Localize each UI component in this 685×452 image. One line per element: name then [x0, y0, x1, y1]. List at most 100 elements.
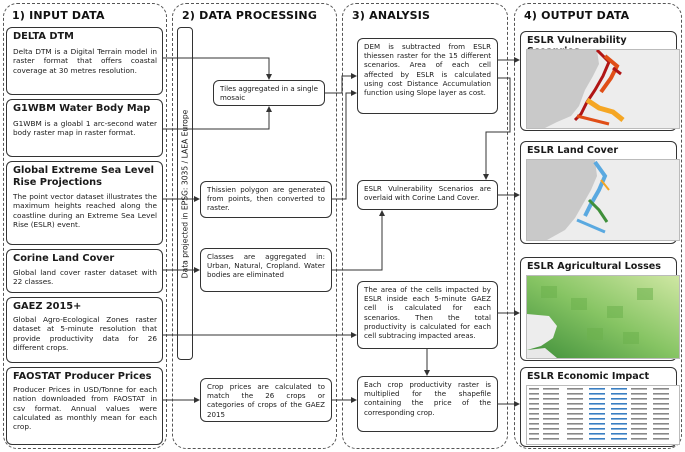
- analysis-column: [342, 3, 508, 449]
- data-processing-title: 2) DATA PROCESSING: [182, 9, 318, 22]
- input-title: GAEZ 2015+: [13, 301, 82, 312]
- table-cell-mark: [529, 423, 539, 425]
- table-cell-mark: [543, 388, 559, 390]
- table-cell-mark: [653, 413, 669, 415]
- table-cell-mark: [653, 408, 669, 410]
- input-title: G1WBM Water Body Map: [13, 103, 151, 114]
- table-cell-mark: [589, 408, 605, 410]
- economic-impact-table-graphic: [527, 386, 679, 444]
- vulnerability-map-graphic: [527, 50, 679, 128]
- table-cell-mark: [611, 398, 627, 400]
- table-cell-mark: [529, 408, 539, 410]
- table-cell-mark: [589, 388, 605, 390]
- input-description: The point vector dataset illustrates the…: [13, 192, 157, 229]
- table-cell-mark: [529, 418, 539, 420]
- process-step-landcover-classes: Classes are aggregated in: Urban, Natura…: [200, 248, 332, 292]
- table-cell-mark: [589, 423, 605, 425]
- output-data-title: 4) OUTPUT DATA: [524, 9, 630, 22]
- table-cell-mark: [631, 413, 647, 415]
- table-cell-mark: [631, 433, 647, 435]
- input-box-g1wbm: G1WBM Water Body Map G1WBM is a gloabl 1…: [6, 99, 163, 157]
- table-cell-mark: [631, 418, 647, 420]
- input-description: Global land cover raster dataset with 22…: [13, 268, 157, 287]
- table-cell-mark: [611, 403, 627, 405]
- table-cell-mark: [543, 403, 559, 405]
- step-text: Thissien polygon are generated from poin…: [207, 185, 325, 213]
- table-cell-mark: [529, 403, 539, 405]
- table-cell-mark: [653, 403, 669, 405]
- step-text: Each crop productivity raster is multipl…: [364, 380, 491, 417]
- table-cell-mark: [589, 433, 605, 435]
- table-cell-mark: [653, 423, 669, 425]
- table-cell-mark: [567, 428, 583, 430]
- table-cell-mark: [589, 428, 605, 430]
- table-cell-mark: [567, 423, 583, 425]
- table-cell-mark: [653, 398, 669, 400]
- input-data-title: 1) INPUT DATA: [12, 9, 105, 22]
- agricultural-losses-map-graphic: [527, 276, 679, 358]
- input-description: Delta DTM is a Digital Terrain model in …: [13, 47, 157, 75]
- table-cell-mark: [543, 433, 559, 435]
- analysis-step-landcover-overlay: ESLR Vulnerability Scenarios are overlai…: [357, 180, 498, 210]
- step-text: ESLR Vulnerability Scenarios are overlai…: [364, 184, 491, 203]
- table-cell-mark: [653, 438, 669, 440]
- table-cell-mark: [611, 438, 627, 440]
- input-title: Corine Land Cover: [13, 253, 115, 264]
- table-cell-mark: [611, 433, 627, 435]
- table-cell-mark: [529, 398, 539, 400]
- table-cell-mark: [631, 438, 647, 440]
- output-box-landcover: ESLR Land Cover: [520, 141, 680, 244]
- table-cell-mark: [631, 398, 647, 400]
- output-data-column: [514, 3, 682, 449]
- process-step-thiessen: Thissien polygon are generated from poin…: [200, 181, 332, 218]
- table-cell-mark: [529, 438, 539, 440]
- table-cell-mark: [543, 418, 559, 420]
- analysis-step-economic-impact: Each crop productivity raster is multipl…: [357, 376, 498, 432]
- table-cell-mark: [567, 433, 583, 435]
- table-cell-mark: [589, 393, 605, 395]
- agricultural-losses-map-image: [526, 275, 680, 359]
- table-cell-mark: [631, 428, 647, 430]
- input-box-gaez: GAEZ 2015+ Global Agro-Ecological Zones …: [6, 297, 163, 363]
- table-cell-mark: [543, 423, 559, 425]
- table-cell-mark: [567, 393, 583, 395]
- table-cell-mark: [529, 413, 539, 415]
- analysis-step-agricultural-losses: The area of the cells impacted by ESLR i…: [357, 281, 498, 349]
- table-cell-mark: [611, 393, 627, 395]
- table-cell-mark: [631, 393, 647, 395]
- table-cell-mark: [653, 393, 669, 395]
- table-cell-mark: [653, 418, 669, 420]
- table-cell-mark: [567, 398, 583, 400]
- table-cell-mark: [529, 428, 539, 430]
- landcover-map-graphic: [527, 160, 679, 240]
- table-cell-mark: [589, 418, 605, 420]
- table-cell-mark: [611, 413, 627, 415]
- table-cell-mark: [567, 408, 583, 410]
- table-cell-mark: [543, 428, 559, 430]
- input-description: Producer Prices in USD/Tonne for each na…: [13, 385, 157, 432]
- input-title: DELTA DTM: [13, 31, 74, 42]
- table-cell-mark: [631, 423, 647, 425]
- table-cell-mark: [631, 403, 647, 405]
- table-cell-mark: [611, 408, 627, 410]
- table-cell-mark: [567, 413, 583, 415]
- input-box-faostat: FAOSTAT Producer Prices Producer Prices …: [6, 367, 163, 445]
- table-cell-mark: [529, 393, 539, 395]
- output-title: ESLR Economic Impact: [527, 371, 650, 382]
- step-text: Classes are aggregated in: Urban, Natura…: [207, 252, 325, 280]
- table-cell-mark: [611, 423, 627, 425]
- table-cell-mark: [529, 388, 539, 390]
- table-cell-mark: [631, 408, 647, 410]
- input-box-sea-level-projections: Global Extreme Sea Level Rise Projection…: [6, 161, 163, 245]
- step-text: The area of the cells impacted by ESLR i…: [364, 285, 491, 341]
- output-title: ESLR Land Cover: [527, 145, 619, 156]
- table-cell-mark: [567, 438, 583, 440]
- table-cell-mark: [529, 433, 539, 435]
- table-cell-mark: [653, 428, 669, 430]
- table-cell-mark: [653, 388, 669, 390]
- table-cell-mark: [543, 438, 559, 440]
- output-box-vulnerability: ESLR Vulnerability Sceanrios: [520, 31, 680, 131]
- input-box-corine: Corine Land Cover Global land cover rast…: [6, 249, 163, 293]
- analysis-title: 3) ANALYSIS: [352, 9, 431, 22]
- table-cell-mark: [653, 433, 669, 435]
